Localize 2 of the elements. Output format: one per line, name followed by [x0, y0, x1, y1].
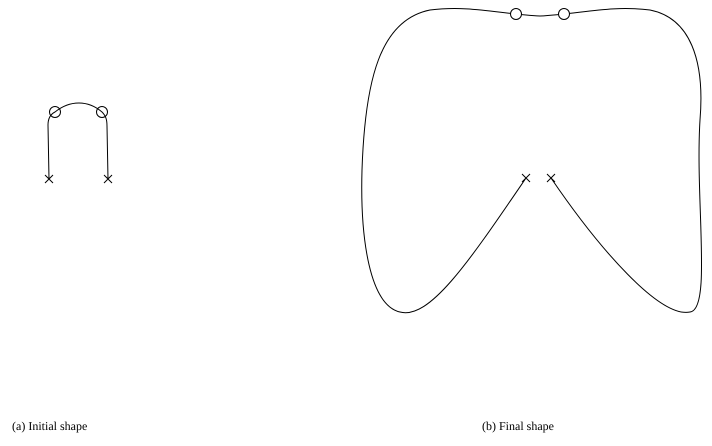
caption: (a) Initial shape	[12, 419, 88, 434]
caption: (b) Final shape	[482, 419, 554, 434]
